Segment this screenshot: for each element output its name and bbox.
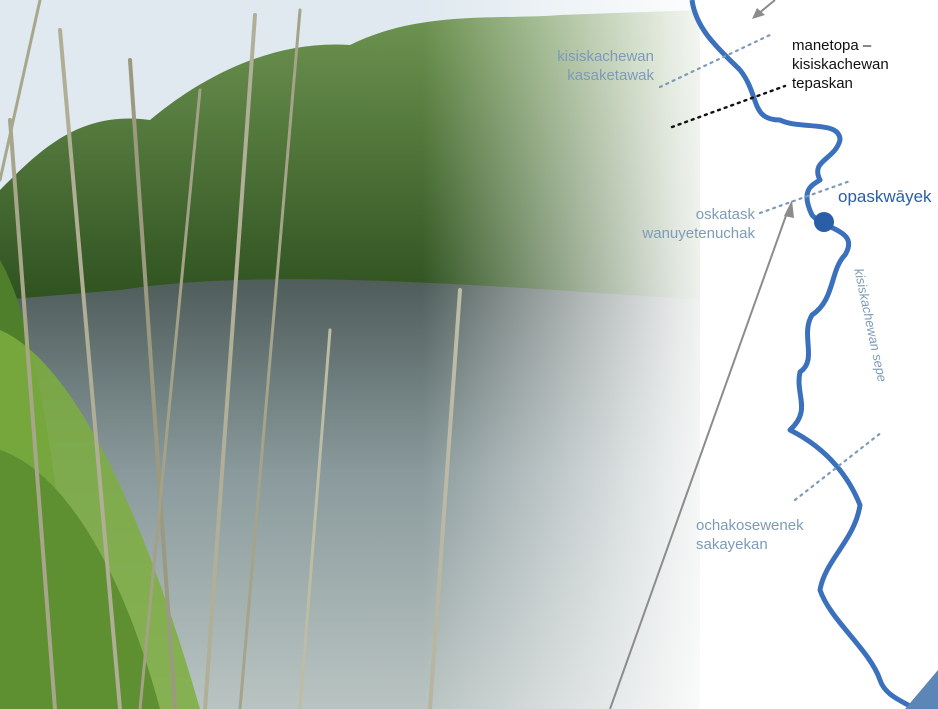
pointer-arrow-town: [609, 200, 794, 709]
region-label-forest: ochakosewenek sakayekan: [696, 517, 804, 553]
boundary-pointer-sask: [658, 32, 774, 89]
boundary-label-man-sask: manetopa – kisiskachewan tepaskan: [792, 37, 889, 92]
boundary-label-sask: kisiskachewan kasaketawak: [557, 48, 654, 84]
region-pointer-carrot: [758, 179, 852, 215]
river-mouth: [905, 670, 938, 709]
boundary-pointer-man-sask: [670, 84, 787, 129]
town-dot: [814, 212, 834, 232]
river-line: [689, 0, 917, 709]
town-label: opaskwāyek: [838, 187, 932, 206]
region-pointer-forest: [793, 430, 884, 502]
pointer-arrow-top: [752, 0, 776, 19]
region-label-carrot: oskatask wanuyetenuchak: [642, 206, 755, 242]
